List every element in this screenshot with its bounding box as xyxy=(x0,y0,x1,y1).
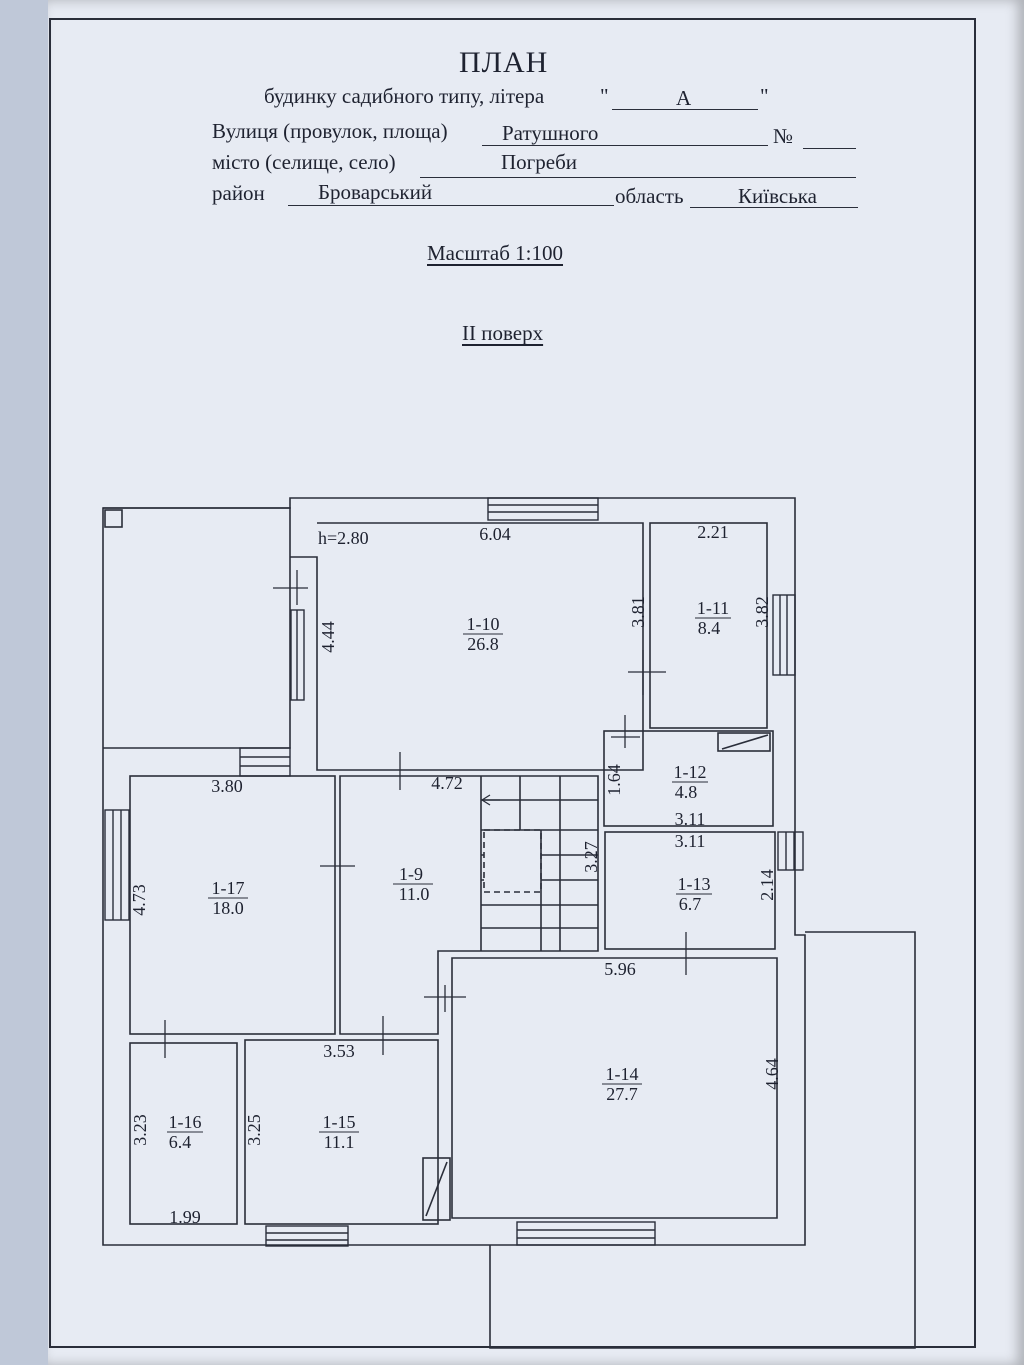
vent-shaft-top xyxy=(717,732,771,752)
dim-r10-width: 6.04 xyxy=(479,524,511,544)
dim-r15-height: 3.25 xyxy=(244,1114,264,1146)
paper-sheet xyxy=(48,0,1024,1365)
room-1-10-area: 26.8 xyxy=(467,634,499,654)
terrace-right-outline xyxy=(489,931,916,1349)
dim-r15-width: 3.53 xyxy=(323,1041,355,1061)
room-1-11-wall xyxy=(649,522,768,729)
region-value: Київська xyxy=(738,184,817,208)
outer-wall-outline xyxy=(102,497,806,1246)
room-1-15-id: 1-15 xyxy=(323,1112,356,1132)
room-1-13-area: 6.7 xyxy=(679,894,702,914)
room-1-16-id: 1-16 xyxy=(169,1112,202,1132)
district-underline xyxy=(288,205,614,206)
windows xyxy=(104,497,804,1247)
room-1-17-id: 1-17 xyxy=(212,878,245,898)
dim-stair-height: 3.27 xyxy=(581,841,601,873)
street-underline xyxy=(482,145,768,146)
page-frame xyxy=(49,18,976,1348)
terrace-left-outline xyxy=(103,507,291,749)
dim-r13-height: 2.14 xyxy=(757,869,777,901)
litera-close-quote: " xyxy=(760,84,769,108)
dim-r11-width: 2.21 xyxy=(697,522,729,542)
dim-r12-width: 3.11 xyxy=(675,809,706,829)
window-right-lower xyxy=(777,831,804,871)
window-between xyxy=(239,747,291,777)
dim-r14-height: 4.64 xyxy=(762,1058,782,1090)
region-label: область xyxy=(615,184,684,208)
dim-r17-height: 4.73 xyxy=(129,884,149,916)
room-1-10-wall xyxy=(290,522,644,771)
dim-r9-width: 4.72 xyxy=(431,773,463,793)
litera-open-quote: " xyxy=(600,84,609,108)
room-1-14-id: 1-14 xyxy=(606,1064,639,1084)
room-1-9-area: 11.0 xyxy=(399,884,430,904)
dim-r11-height: 3.82 xyxy=(752,596,772,628)
dim-r10-height: 4.44 xyxy=(318,621,338,653)
window-bottom-left xyxy=(265,1225,349,1247)
region-underline xyxy=(690,207,858,208)
corner-mark xyxy=(104,509,123,528)
dim-r12-height: 1.64 xyxy=(604,764,624,796)
room-1-13-id: 1-13 xyxy=(678,874,711,894)
district-label: район xyxy=(212,181,265,205)
room-1-10-id: 1-10 xyxy=(467,614,500,634)
number-underline xyxy=(803,148,856,149)
window-right-upper xyxy=(772,594,796,676)
room-1-16-area: 6.4 xyxy=(169,1132,192,1152)
street-value: Ратушного xyxy=(502,121,599,145)
room-1-12-id: 1-12 xyxy=(674,762,707,782)
litera-value: А xyxy=(676,86,692,110)
city-label: місто (селище, село) xyxy=(212,150,396,174)
city-value: Погреби xyxy=(501,150,578,174)
dim-r13-width: 3.11 xyxy=(675,831,706,851)
room-1-15-area: 11.1 xyxy=(324,1132,355,1152)
room-1-13-wall xyxy=(604,831,776,950)
room-1-12-wall xyxy=(603,730,774,827)
dim-r16-width: 1.99 xyxy=(169,1207,201,1227)
subtitle-prefix: будинку садибного типу, літера xyxy=(264,84,545,108)
window-top xyxy=(487,497,599,521)
stair-void xyxy=(483,829,542,893)
room-1-9-wall xyxy=(339,775,599,1035)
floor-label: II поверх xyxy=(462,321,544,345)
room-1-16-wall xyxy=(129,1042,238,1225)
room-1-11-id: 1-11 xyxy=(697,598,729,618)
window-left xyxy=(104,809,130,921)
room-1-11-area: 8.4 xyxy=(698,618,721,638)
ceiling-height-label: h=2.80 xyxy=(318,528,369,548)
dim-r14-width: 5.96 xyxy=(604,959,636,979)
number-label: № xyxy=(773,124,794,148)
room-1-17-area: 18.0 xyxy=(212,898,244,918)
room-1-15-wall xyxy=(244,1039,439,1225)
room-1-9-id: 1-9 xyxy=(399,864,423,884)
room-1-14-area: 27.7 xyxy=(606,1084,638,1104)
room-1-12-area: 4.8 xyxy=(675,782,698,802)
room-1-14-wall xyxy=(451,957,778,1219)
street-label: Вулиця (провулок, площа) xyxy=(212,119,448,143)
dim-r17-width: 3.80 xyxy=(211,776,243,796)
dim-r16-height: 3.23 xyxy=(130,1114,150,1146)
plan-title: ПЛАН xyxy=(459,46,549,79)
dim-r10-right: 3.81 xyxy=(628,596,648,628)
room-1-17-wall xyxy=(129,775,336,1035)
door-markers xyxy=(164,570,687,1058)
city-underline xyxy=(420,177,856,178)
window-bottom-right xyxy=(516,1221,656,1246)
vent-shaft-bottom xyxy=(422,1157,451,1221)
scale-label: Масштаб 1:100 xyxy=(427,241,564,265)
district-value: Броварський xyxy=(318,180,433,204)
litera-underline xyxy=(612,109,758,110)
stair-steps xyxy=(480,776,598,951)
